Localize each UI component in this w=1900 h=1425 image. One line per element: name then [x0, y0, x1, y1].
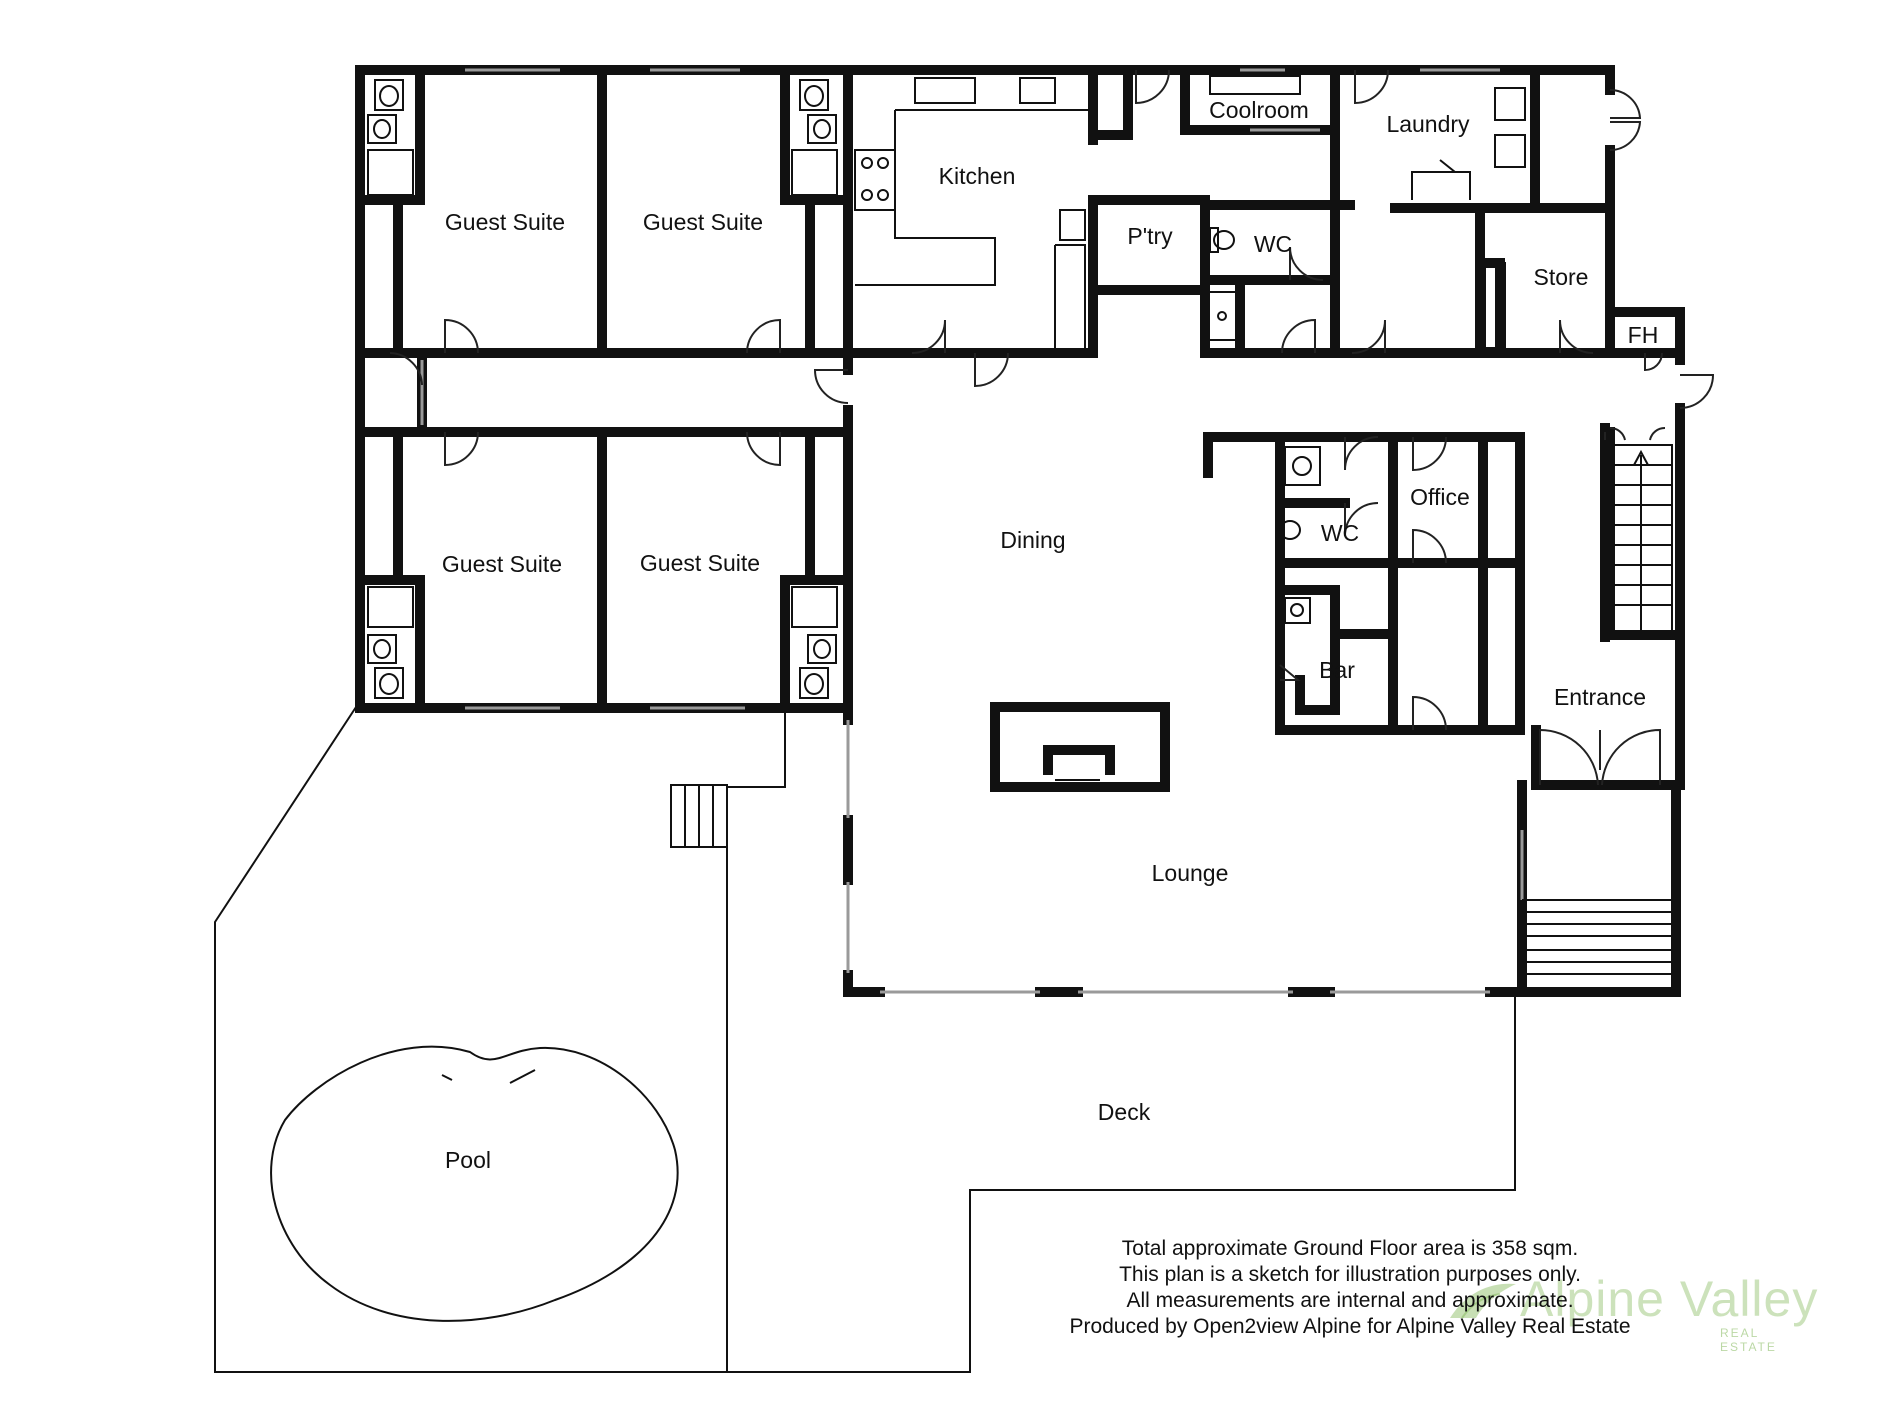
room-label-guest-suite-3: Guest Suite [442, 551, 562, 577]
plan-notes: Total approximate Ground Floor area is 3… [950, 1236, 1750, 1340]
basin-icon [807, 634, 837, 664]
room-label-laundry: Laundry [1386, 111, 1470, 137]
room-label-kitchen: Kitchen [939, 163, 1016, 189]
basin-icon [807, 114, 837, 144]
doors [389, 69, 1715, 786]
shower-icon [367, 149, 414, 196]
room-label-pool: Pool [445, 1147, 491, 1173]
sink-icon [1059, 209, 1086, 241]
toilet-icon [799, 79, 829, 111]
watermark-logo: Alpine Valley REAL ESTATE [1450, 1270, 1819, 1354]
note-produced-by: Produced by Open2view Alpine for Alpine … [1069, 1315, 1631, 1338]
basin-icon [367, 114, 397, 144]
note-measurements: All measurements are internal and approx… [1126, 1289, 1574, 1312]
sink-icon [1019, 77, 1056, 104]
toilet-icon [374, 667, 404, 699]
room-label-pantry: P'try [1127, 223, 1173, 249]
sink-icon [914, 77, 976, 104]
shower-icon [791, 586, 838, 628]
fixtures [367, 75, 1676, 975]
room-label-wc-2: WC [1321, 520, 1359, 546]
outdoor-outline [214, 703, 1516, 1373]
sink-icon [1284, 597, 1311, 624]
room-labels: Guest Suite Guest Suite Guest Suite Gues… [442, 97, 1658, 1173]
shower-icon [1207, 291, 1237, 341]
room-label-store: Store [1534, 264, 1589, 290]
note-area: Total approximate Ground Floor area is 3… [1121, 1237, 1579, 1260]
room-label-office: Office [1410, 484, 1470, 510]
room-label-lounge: Lounge [1152, 860, 1229, 886]
leaf-icon [1450, 1283, 1516, 1319]
room-label-entrance: Entrance [1554, 684, 1646, 710]
room-label-guest-suite-1: Guest Suite [445, 209, 565, 235]
room-label-wc-1: WC [1254, 231, 1292, 257]
toilet-icon [374, 79, 404, 111]
shower-icon [367, 586, 414, 628]
windows [420, 68, 1524, 994]
cooktop-icon [854, 149, 896, 211]
fireplace [990, 702, 1170, 792]
room-label-coolroom: Coolroom [1209, 97, 1309, 123]
pool-outline [270, 1045, 679, 1322]
toilet-icon [1279, 520, 1301, 540]
shower-icon [791, 149, 838, 196]
tub-icon [1494, 134, 1526, 168]
toilet-icon [1213, 230, 1235, 250]
room-label-guest-suite-2: Guest Suite [643, 209, 763, 235]
note-sketch: This plan is a sketch for illustration p… [1119, 1263, 1581, 1286]
basin-icon [367, 634, 397, 664]
washer-icon [1494, 87, 1526, 121]
basin-icon [1284, 446, 1321, 486]
watermark-sub: REAL ESTATE [1720, 1326, 1777, 1354]
room-label-deck: Deck [1098, 1099, 1151, 1125]
room-label-fh: FH [1628, 322, 1659, 348]
room-label-bar: Bar [1319, 657, 1355, 683]
toilet-icon [799, 667, 829, 699]
room-label-guest-suite-4: Guest Suite [640, 550, 760, 576]
room-label-dining: Dining [1000, 527, 1065, 553]
watermark-brand: Alpine Valley [1520, 1271, 1819, 1327]
